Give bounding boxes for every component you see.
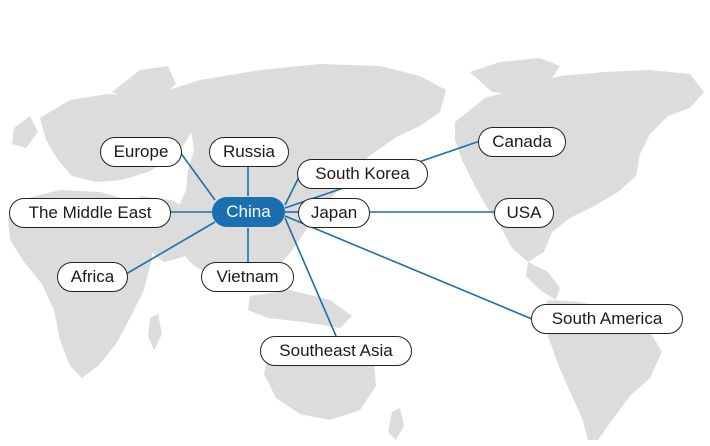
land-masses: [8, 58, 704, 440]
link-europe: [179, 151, 216, 201]
destination-europe[interactable]: Europe: [100, 137, 182, 167]
destination-canada[interactable]: Canada: [478, 127, 566, 157]
land-scandinavia: [112, 66, 176, 100]
land-greenland: [470, 58, 560, 94]
land-british-isles: [12, 116, 38, 148]
destination-russia[interactable]: Russia: [209, 137, 289, 167]
land-new-zealand: [388, 408, 404, 440]
link-south-america: [284, 215, 533, 320]
destination-southeast-asia[interactable]: Southeast Asia: [260, 336, 412, 366]
land-north-america: [455, 70, 704, 262]
destination-middle-east[interactable]: The Middle East: [9, 198, 171, 228]
link-southeast-asia: [284, 217, 337, 337]
destination-vietnam[interactable]: Vietnam: [201, 262, 294, 292]
land-southeast-asia: [248, 290, 352, 328]
link-africa: [125, 221, 216, 275]
destination-africa[interactable]: Africa: [57, 262, 128, 292]
hub-china[interactable]: China: [212, 197, 285, 227]
destination-usa[interactable]: USA: [494, 198, 554, 228]
land-madagascar: [148, 314, 162, 350]
land-south-america: [542, 300, 662, 440]
destination-south-america[interactable]: South America: [531, 304, 683, 334]
land-central-america: [526, 262, 560, 300]
destination-japan[interactable]: Japan: [298, 198, 370, 228]
destination-south-korea[interactable]: South Korea: [297, 159, 428, 189]
